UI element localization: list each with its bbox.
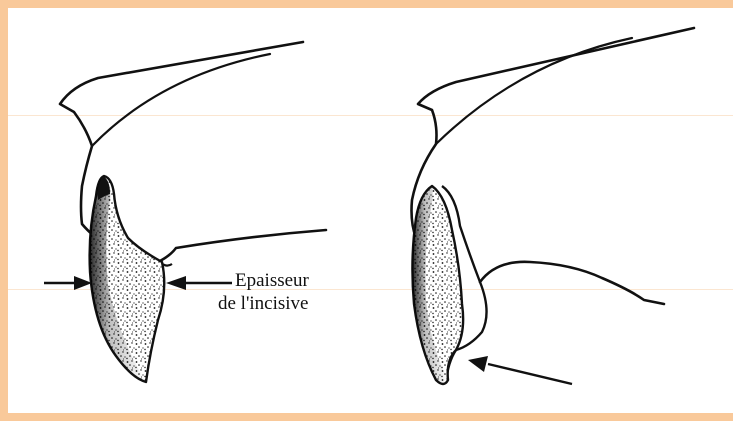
arrow-left-icon	[166, 276, 232, 290]
arrow-up-left-icon	[468, 356, 572, 384]
right-upper-jaw-outline	[412, 28, 695, 238]
arrow-right-icon	[44, 276, 92, 290]
left-upper-jaw-inner	[92, 54, 270, 146]
right-upper-jaw-inner	[436, 38, 632, 144]
left-incisor-figure	[60, 42, 326, 382]
right-lower-jaw-outline	[480, 262, 664, 304]
thickness-label-line-1: Epaisseur	[235, 270, 309, 291]
right-incisor-figure	[412, 28, 695, 384]
thickness-label-line-2: de l'incisive	[218, 293, 308, 314]
